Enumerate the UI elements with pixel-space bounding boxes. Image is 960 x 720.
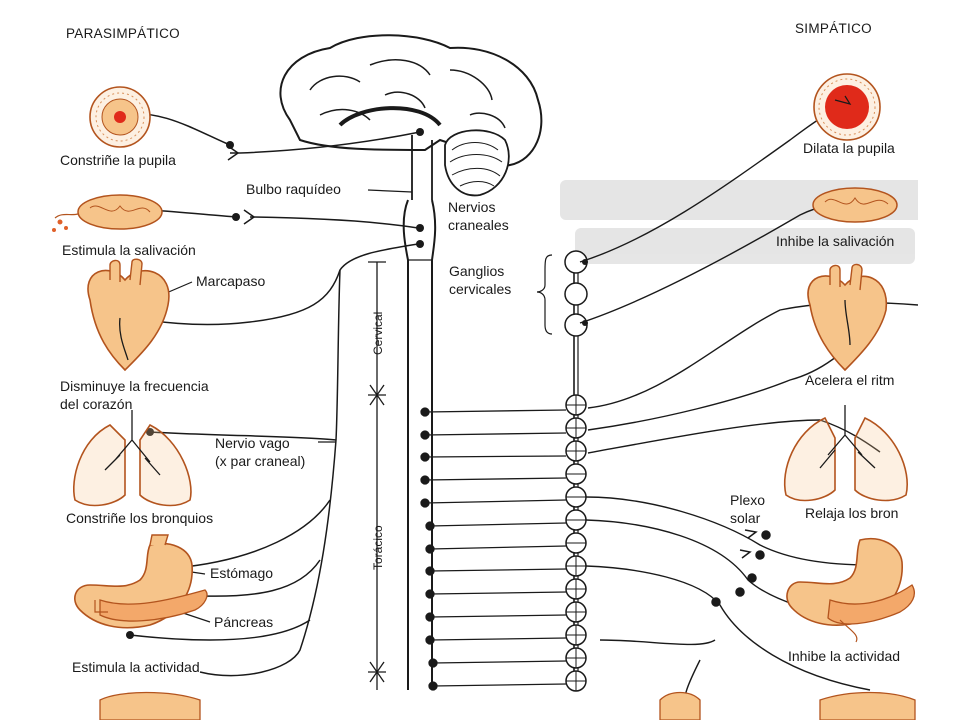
- label-bulbo-raquideo: Bulbo raquídeo: [246, 181, 341, 197]
- label-nervios: Nervios: [448, 199, 495, 215]
- eye-constricted-icon: [89, 86, 151, 148]
- label-craneales: craneales: [448, 217, 509, 233]
- label-relaja-bronquios: Relaja los bron: [805, 505, 898, 521]
- lungs-left-icon: [73, 410, 192, 507]
- brain: [279, 34, 543, 200]
- label-constrine-bronquios: Constriñe los bronquios: [66, 510, 213, 526]
- plexo-solar-nodes: [711, 529, 771, 607]
- intestine-right-partial: [659, 691, 701, 720]
- label-inhibe-actividad: Inhibe la actividad: [788, 648, 900, 664]
- lungs-right-icon: [784, 405, 908, 502]
- stomach-pancreas-left-icon: [74, 534, 208, 629]
- region-bracket: [368, 261, 386, 690]
- ganglion: [564, 282, 588, 306]
- bladder-right-partial: [819, 691, 916, 720]
- label-solar: solar: [730, 510, 761, 526]
- label-nervio-vago: Nervio vago: [215, 435, 290, 451]
- page-edge-mask: [918, 0, 960, 720]
- label-estimula-salivacion: Estimula la salivación: [62, 242, 196, 258]
- label-ganglios: Ganglios: [449, 263, 504, 279]
- salivary-gland-left-icon: [52, 194, 163, 232]
- cerebellum: [444, 129, 510, 197]
- header-simpatico: SIMPÁTICO: [795, 21, 872, 36]
- label-toracico: Torácico: [371, 525, 385, 570]
- label-acelera-ritmo: Acelera el ritm: [805, 372, 894, 388]
- label-marcapaso: Marcapaso: [196, 273, 265, 289]
- salivary-gland-right-icon: [812, 187, 898, 223]
- label-estimula-actividad: Estimula la actividad: [72, 659, 200, 675]
- spinal-cord: [402, 199, 437, 690]
- parasympathetic-nerves: [119, 113, 421, 677]
- label-estomago: Estómago: [210, 565, 273, 581]
- label-dilata-pupila: Dilata la pupila: [803, 140, 895, 156]
- label-disminuye-frecuencia: Disminuye la frecuencia: [60, 378, 209, 394]
- heart-right-icon: [807, 263, 888, 372]
- ganglia-brace: [536, 254, 553, 335]
- header-parasimpatico: PARASIMPÁTICO: [66, 26, 180, 41]
- label-plexo: Plexo: [730, 492, 765, 508]
- sympathetic-chain: [564, 250, 588, 692]
- label-cervicales: cervicales: [449, 281, 511, 297]
- stomach-pancreas-right-icon: [786, 538, 915, 643]
- label-cervical: Cervical: [371, 312, 385, 355]
- heart-left-icon: [87, 258, 170, 372]
- thoracic-preganglionic: [420, 407, 567, 691]
- intestine-left-partial: [99, 691, 201, 720]
- bulbo-pointer: [367, 189, 413, 193]
- label-constrine-pupila: Constriñe la pupila: [60, 152, 176, 168]
- eye-dilated-icon: [813, 73, 881, 141]
- label-inhibe-salivacion: Inhibe la salivación: [776, 233, 894, 249]
- label-pancreas: Páncreas: [214, 614, 273, 630]
- label-del-corazon: del corazón: [60, 396, 132, 412]
- label-x-par-craneal: (x par craneal): [215, 453, 305, 469]
